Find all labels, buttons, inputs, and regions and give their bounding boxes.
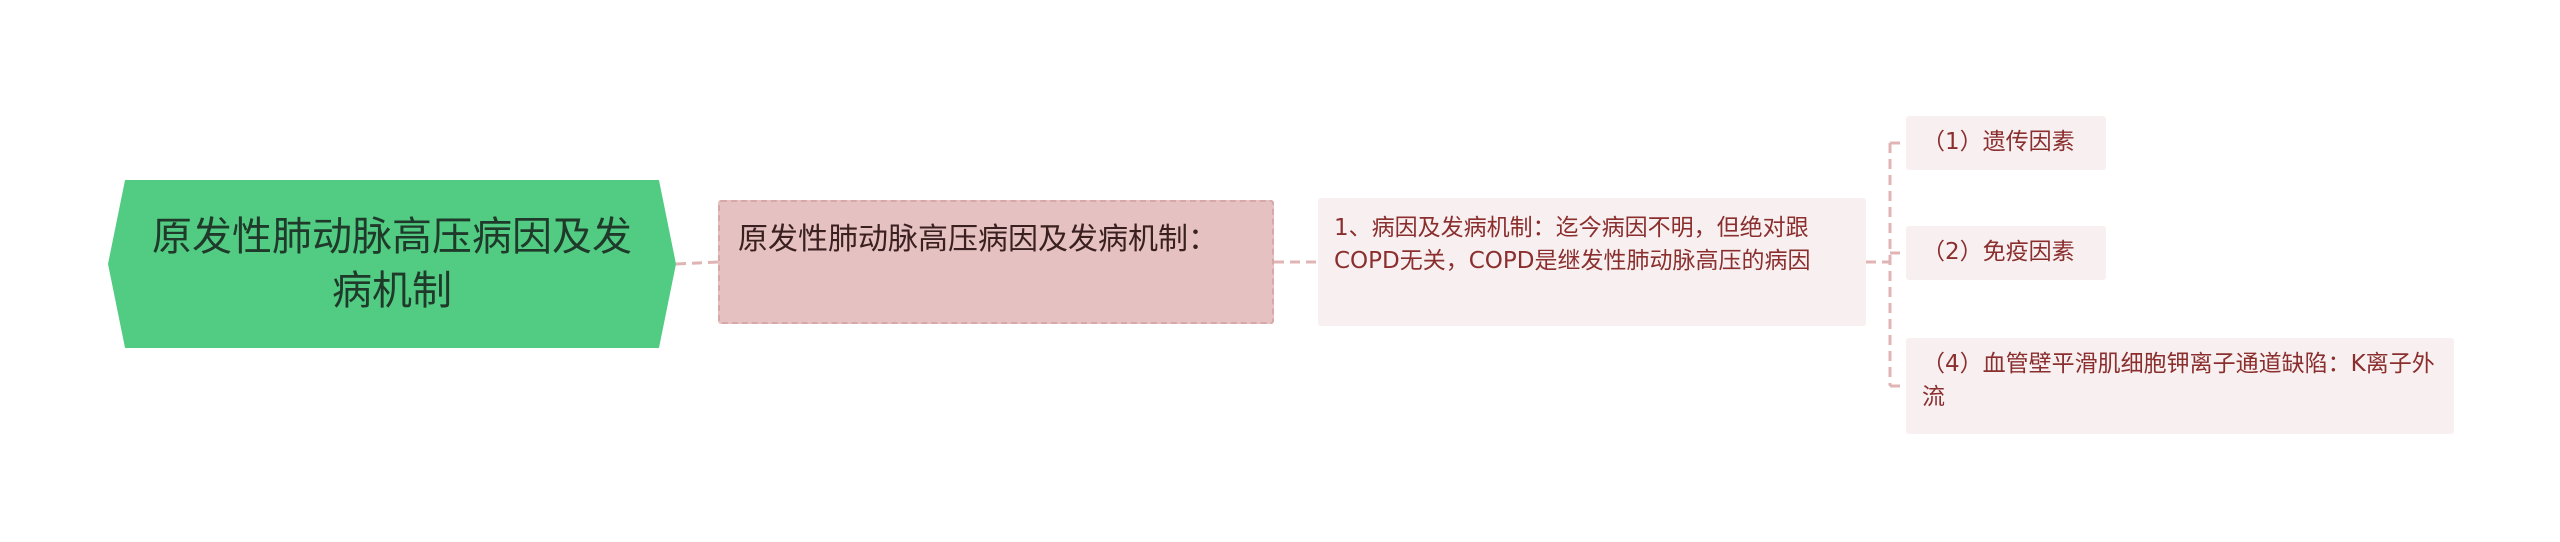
level1-node-text: 原发性肺动脉高压病因及发病机制： xyxy=(738,222,1218,257)
leaf-node-text: （2）免疫因素 xyxy=(1922,239,2075,265)
level1-node[interactable]: 原发性肺动脉高压病因及发病机制： xyxy=(718,200,1274,324)
connector-root-level1 xyxy=(675,260,719,266)
leaf-node-immune[interactable]: （2）免疫因素 xyxy=(1906,226,2106,280)
leaf-node-potassium-channel[interactable]: （4）血管壁平滑肌细胞钾离子通道缺陷：K离子外流 xyxy=(1906,338,2454,434)
level2-node-text: 1、病因及发病机制：迄今病因不明，但绝对跟COPD无关，COPD是继发性肺动脉高… xyxy=(1334,215,1811,274)
root-node[interactable]: 原发性肺动脉高压病因及发病机制 xyxy=(108,180,676,348)
leaf-node-text: （1）遗传因素 xyxy=(1922,129,2075,155)
leaf-node-genetic[interactable]: （1）遗传因素 xyxy=(1906,116,2106,170)
level2-node[interactable]: 1、病因及发病机制：迄今病因不明，但绝对跟COPD无关，COPD是继发性肺动脉高… xyxy=(1318,198,1866,326)
leaf-node-text: （4）血管壁平滑肌细胞钾离子通道缺陷：K离子外流 xyxy=(1922,351,2435,410)
root-node-text: 原发性肺动脉高压病因及发病机制 xyxy=(152,214,632,314)
